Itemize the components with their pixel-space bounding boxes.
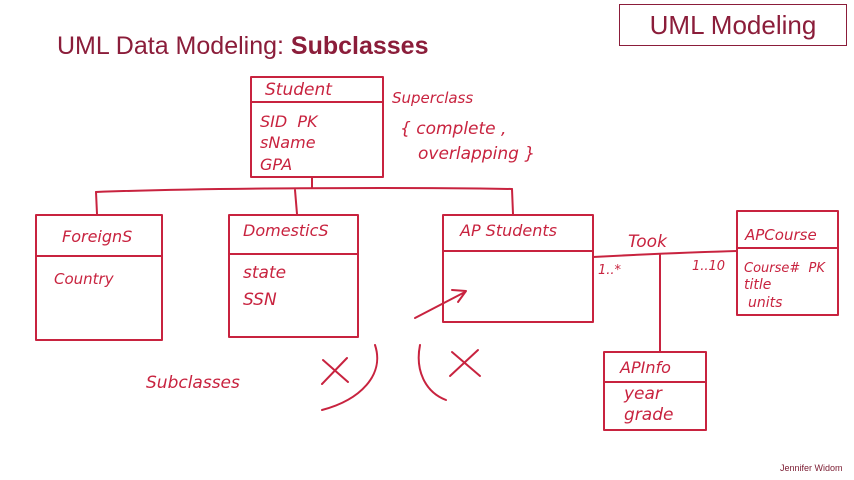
superclass-note: Superclass — [392, 89, 473, 107]
took-association-line — [592, 250, 738, 258]
domestics-attr-ssn: SSN — [243, 290, 277, 310]
domestics-attr-state: state — [243, 263, 286, 283]
multiplicity-left: 1..* — [598, 263, 622, 278]
student-class-box — [250, 76, 384, 178]
multiplicity-right: 1..10 — [692, 259, 725, 274]
apstudents-class-name: AP Students — [459, 221, 557, 240]
association-name: Took — [628, 232, 668, 252]
pointer-arrow — [414, 291, 466, 319]
apstudents-class-box — [442, 214, 594, 323]
apinfo-class-box — [603, 351, 707, 431]
pointer-arrowhead — [451, 289, 467, 303]
apcourse-attr-coursenum: Course# PK — [744, 261, 826, 276]
apcourse-attr-units: units — [748, 295, 782, 311]
generalization-to-domestics — [294, 189, 298, 215]
foreigns-class-name: ForeignS — [62, 227, 132, 246]
domestics-class-box — [228, 214, 359, 338]
author-credit: Jennifer Widom — [780, 463, 843, 473]
apcourse-attr-title: title — [744, 277, 771, 293]
slide-title: UML Data Modeling: Subclasses — [57, 32, 429, 61]
student-attr-gpa: GPA — [260, 155, 292, 174]
cross-mark-right — [449, 349, 481, 377]
curve-left — [321, 344, 379, 411]
apcourse-class-name: APCourse — [744, 226, 817, 244]
generalization-bar — [95, 187, 513, 193]
foreigns-class-box — [35, 214, 163, 341]
subclasses-label: Subclasses — [146, 373, 240, 393]
student-attr-sid: SID PK — [260, 112, 319, 131]
generalization-to-apstudents — [511, 188, 514, 215]
brand-box: UML Modeling — [619, 4, 847, 46]
constraint-line-2: overlapping } — [418, 144, 535, 164]
generalization-to-foreigns — [95, 191, 98, 215]
cross-mark-left — [321, 357, 349, 385]
domestics-class-name: DomesticS — [243, 221, 329, 240]
student-class-name: Student — [265, 80, 333, 100]
foreigns-attr-country: Country — [54, 270, 115, 288]
slide-title-bold: Subclasses — [290, 32, 429, 60]
apcourse-class-box — [736, 210, 839, 316]
curve-right — [417, 344, 447, 401]
apinfo-attr-grade: grade — [624, 405, 673, 425]
apinfo-class-name: APInfo — [619, 358, 671, 377]
constraint-line-1: { complete , — [400, 119, 506, 139]
apinfo-attr-year: year — [623, 384, 663, 404]
student-attr-sname: sName — [260, 133, 316, 152]
slide-title-prefix: UML Data Modeling: — [57, 32, 291, 60]
